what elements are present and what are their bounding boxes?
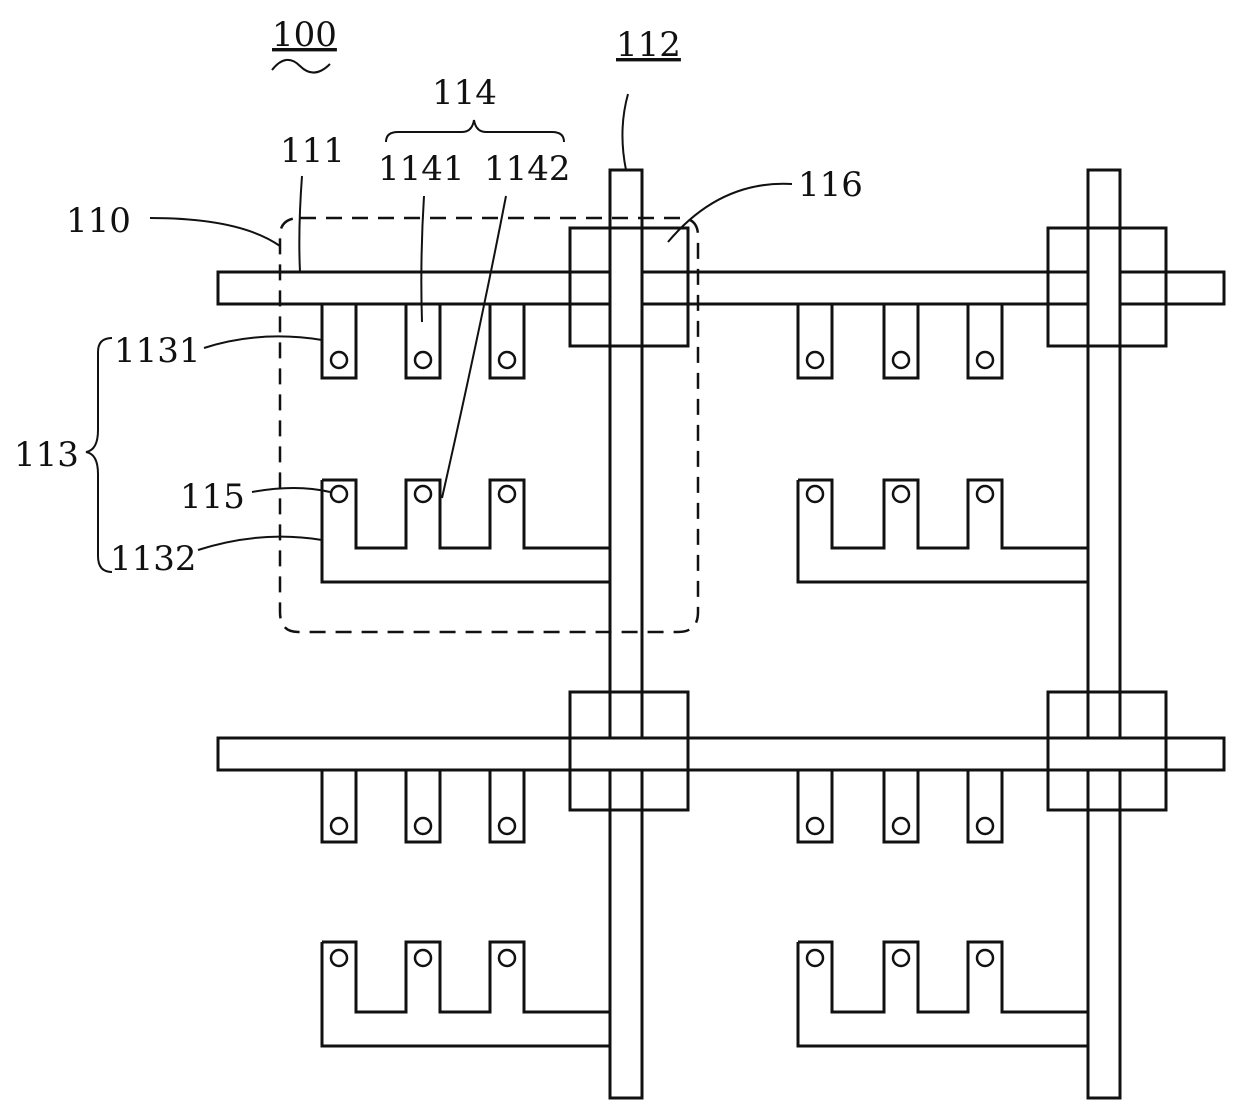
label-116: 116 (798, 165, 863, 205)
label-1132: 1132 (110, 539, 197, 579)
gate-line-bottom (218, 738, 1224, 770)
label-115: 115 (180, 477, 245, 517)
comb-lower-bottom-left (322, 942, 610, 1046)
comb-upper-bottom-left (322, 770, 524, 842)
label-112: 112 (616, 25, 681, 65)
label-1131: 1131 (114, 331, 201, 371)
data-line-right (1088, 170, 1120, 1098)
gate-line-top (218, 272, 1224, 304)
comb-lower-bottom-right (798, 942, 1088, 1046)
label-1141: 1141 (378, 149, 465, 189)
via-holes (331, 352, 993, 966)
label-1142: 1142 (484, 149, 571, 189)
data-line-left (610, 170, 642, 1098)
leader-lines (150, 94, 792, 550)
label-100: 100 (272, 15, 337, 55)
label-110: 110 (66, 201, 131, 241)
label-114: 114 (432, 73, 497, 113)
brace-114 (386, 120, 564, 142)
brace-113 (86, 338, 112, 572)
comb-upper-bottom-right (798, 770, 1002, 842)
comb-1132-left (322, 480, 610, 582)
label-113: 113 (14, 435, 79, 475)
comb-lower-top-right (798, 480, 1088, 582)
tilde-100 (272, 60, 330, 73)
label-111: 111 (280, 131, 345, 171)
